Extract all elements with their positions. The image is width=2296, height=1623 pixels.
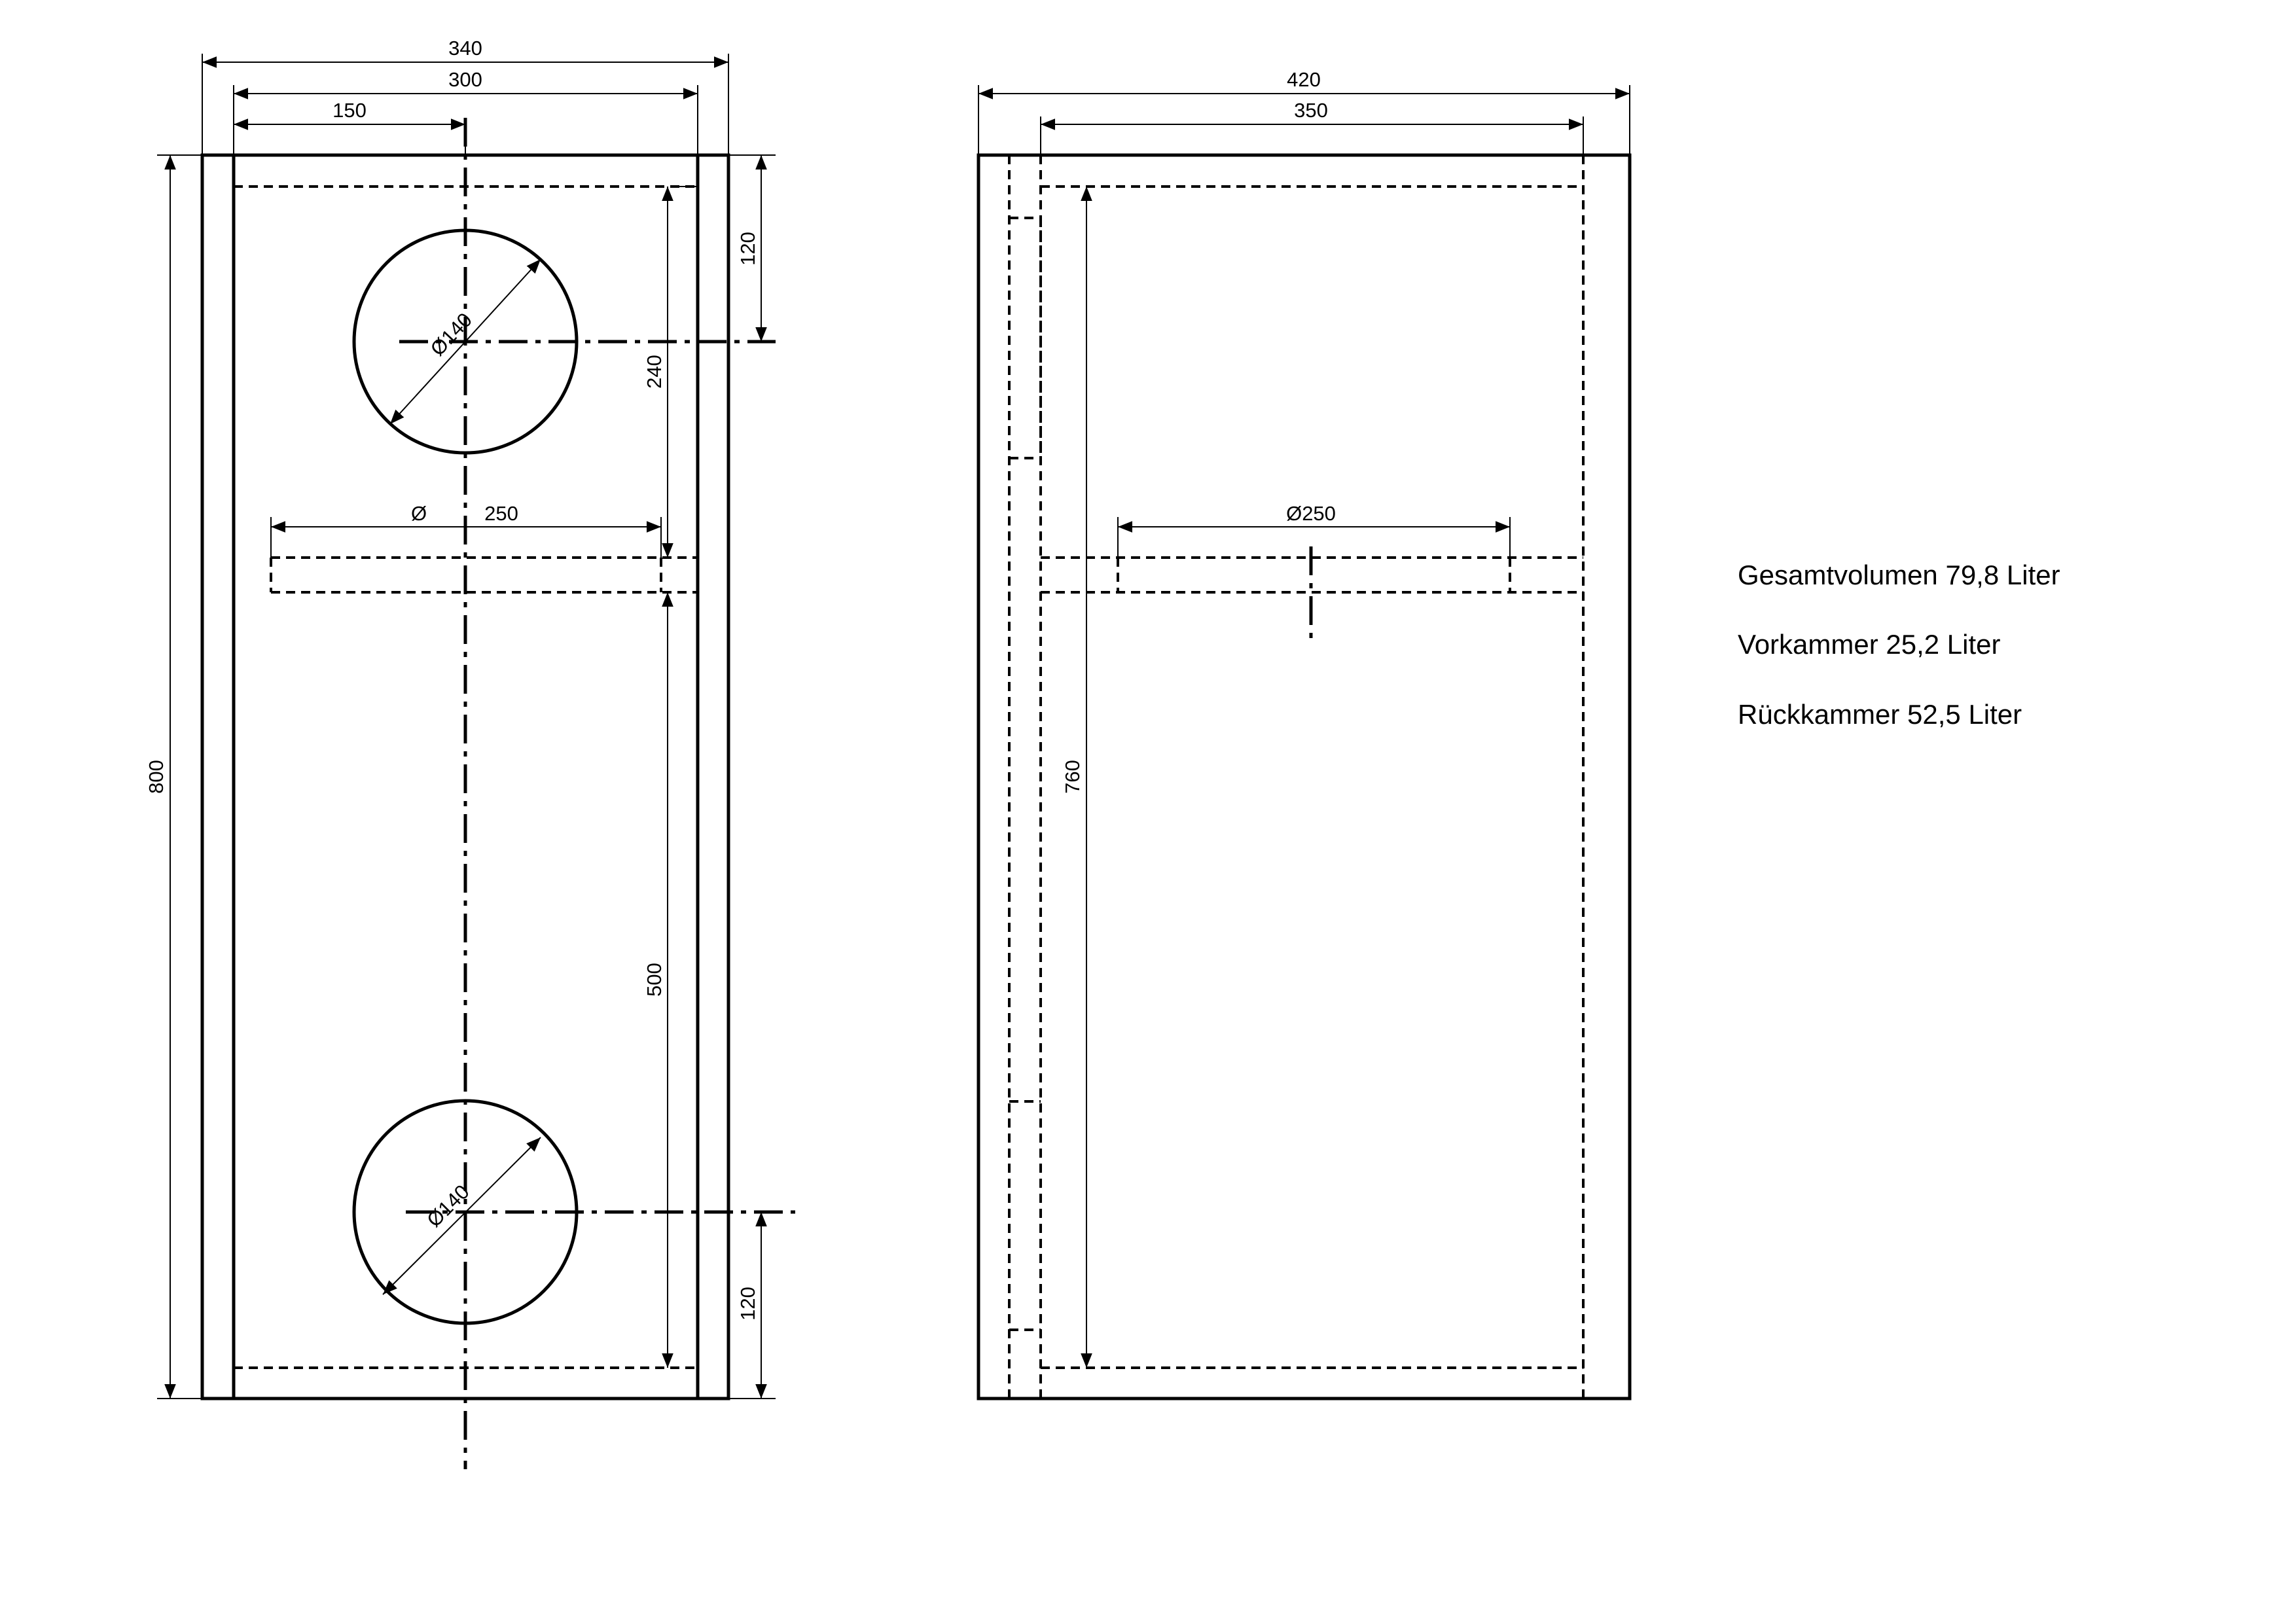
side-hidden-lines — [1008, 155, 1585, 1399]
bottom-driver-cutout — [352, 1099, 579, 1325]
side-outer-outline — [977, 153, 1632, 1400]
front-dimensions — [157, 54, 776, 1399]
dim-inner-height: 760 — [1061, 760, 1084, 794]
dim-top-driver-offset: 120 — [736, 232, 759, 266]
dim-overall-depth: 420 — [1287, 68, 1321, 91]
dim-top-to-divider: 240 — [643, 355, 666, 389]
top-driver-cutout — [352, 228, 579, 455]
note-rear-chamber: Rückkammer 52,5 Liter — [1738, 699, 2022, 730]
note-total-volume: Gesamtvolumen 79,8 Liter — [1738, 560, 2060, 590]
front-view — [157, 54, 795, 1469]
dim-center-offset: 150 — [332, 99, 367, 122]
dim-inner-width: 300 — [448, 68, 482, 91]
dim-divider-port-value: 250 — [484, 502, 518, 525]
bottom-driver-dia-line — [382, 1137, 541, 1295]
note-front-chamber: Vorkammer 25,2 Liter — [1738, 629, 2001, 660]
dim-port-dia: Ø250 — [1286, 502, 1336, 525]
dim-divider-port-symbol: Ø — [411, 502, 427, 525]
side-view — [977, 85, 1632, 1400]
dim-height: 800 — [145, 760, 168, 794]
top-driver-dia-line — [389, 259, 541, 425]
dim-lower-chamber: 500 — [643, 963, 666, 997]
dim-bottom-driver-offset: 120 — [736, 1287, 759, 1321]
dim-top-driver-dia: Ø140 — [426, 308, 476, 360]
side-dimensions — [978, 85, 1630, 1368]
dim-inner-depth: 350 — [1294, 99, 1328, 122]
dim-overall-width: 340 — [448, 37, 482, 60]
